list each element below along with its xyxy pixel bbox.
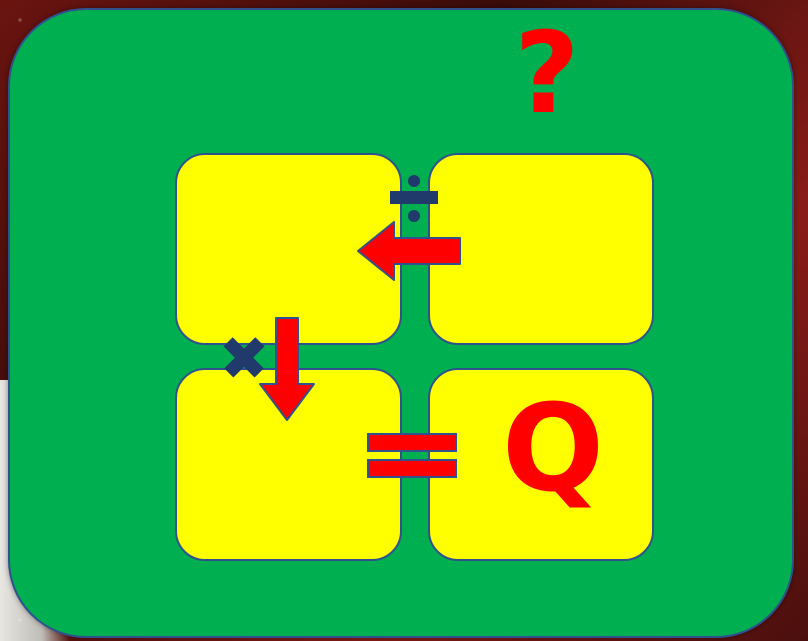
cell-bottom-right [428,368,654,561]
down-arrow-icon [259,317,315,421]
divide-icon [390,175,438,222]
multiply-icon [223,337,265,378]
question-mark: ? [514,9,580,139]
equals-icon [367,433,457,478]
cell-top-right [428,153,654,345]
left-arrow-icon [357,221,461,281]
result-label: Q [501,380,604,519]
